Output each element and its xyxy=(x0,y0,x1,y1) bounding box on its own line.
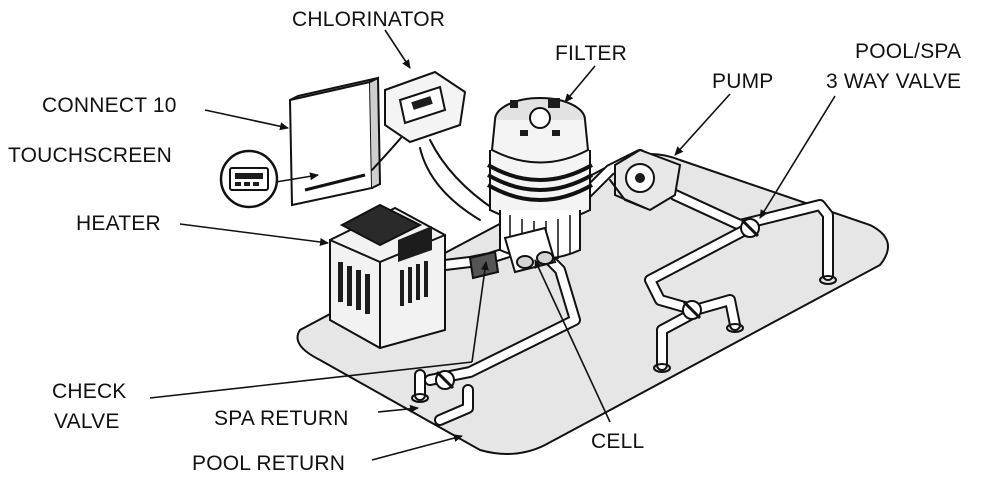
label-pool-return: POOL RETURN xyxy=(192,452,345,475)
label-cell: CELL xyxy=(591,430,644,453)
heater-icon xyxy=(329,203,446,350)
three-way-valve-icon xyxy=(435,218,760,390)
pump-icon xyxy=(609,148,682,212)
controller-panel-icon xyxy=(288,76,382,207)
label-spa-return: SPA RETURN xyxy=(214,407,349,430)
label-connect10: CONNECT 10 xyxy=(42,94,177,117)
label-pump: PUMP xyxy=(712,70,773,93)
label-check-valve-line1: CHECK xyxy=(52,380,127,403)
label-chlorinator: CHLORINATOR xyxy=(292,8,445,31)
label-pool-spa-line1: POOL/SPA xyxy=(855,40,961,63)
label-heater: HEATER xyxy=(76,212,161,235)
label-check-valve-line2: VALVE xyxy=(54,410,120,433)
touchscreen-icon xyxy=(219,149,279,209)
label-filter: FILTER xyxy=(555,42,627,65)
chlorinator-icon xyxy=(384,70,467,144)
leader-lines xyxy=(149,29,836,461)
salt-cell-icon xyxy=(503,226,557,274)
label-touchscreen: TOUCHSCREEN xyxy=(8,144,172,167)
label-pool-spa-line2: 3 WAY VALVE xyxy=(826,70,961,93)
